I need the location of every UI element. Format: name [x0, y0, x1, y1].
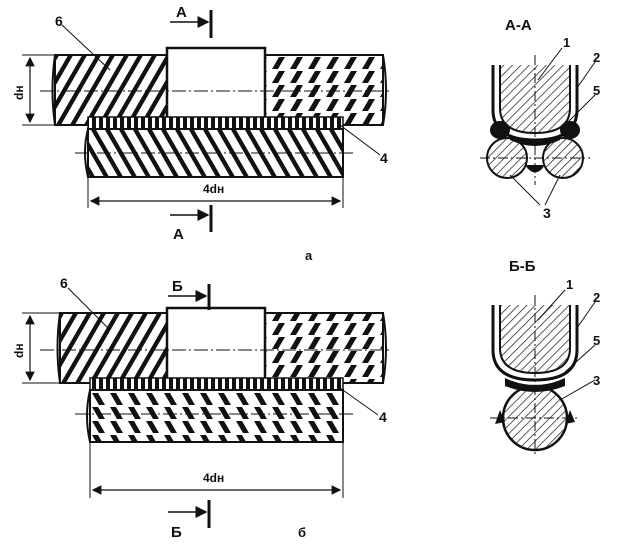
upper-bar-right-b: [264, 312, 384, 384]
cut-marker-bottom-a: А: [170, 205, 213, 243]
callout-6-b: 6: [60, 275, 68, 291]
dim-vertical-label: dн: [12, 85, 26, 100]
dim-horizontal-label-b: 4dн: [203, 471, 224, 485]
dim-horizontal-b: 4dн: [89, 442, 344, 498]
upper-bar-left: [54, 54, 168, 126]
dim-horizontal-a: 4dн: [87, 177, 344, 208]
section-a-num-1: 1: [563, 35, 570, 50]
cut-label-top: А: [176, 4, 187, 21]
cut-marker-top-a: А: [170, 4, 213, 38]
section-b-num-1: 1: [566, 277, 573, 292]
section-b-num-2: 2: [593, 290, 600, 305]
cut-marker-bottom-b: Б: [168, 500, 211, 541]
cut-label-bottom-b: Б: [171, 524, 182, 541]
sub-label-b: б: [298, 525, 306, 540]
section-title-a: А-А: [505, 17, 532, 34]
section-title-b: Б-Б: [509, 258, 536, 275]
dim-vertical-label-b: dн: [12, 343, 26, 358]
weld-bead: [87, 116, 344, 130]
cut-marker-top-b: Б: [168, 278, 211, 310]
view-b: dн 4dн Б Б 6 4 б: [12, 275, 392, 541]
sub-label-a: а: [305, 248, 313, 263]
callout-4-a: 4: [380, 150, 388, 166]
section-a-num-2: 2: [593, 50, 600, 65]
dim-horizontal-label: 4dн: [203, 182, 224, 196]
callout-6-a: 6: [55, 13, 63, 29]
section-b-num-3: 3: [593, 373, 600, 388]
section-a-num-5: 5: [593, 83, 600, 98]
section-a-num-3: 3: [543, 205, 551, 221]
cut-label-top-b: Б: [172, 278, 183, 295]
weld-bead-b: [89, 377, 344, 391]
lower-bar-b: [89, 389, 344, 443]
section-b-num-5: 5: [593, 333, 600, 348]
section-a-a: А-А 1 2 5 3: [480, 17, 600, 221]
cut-label-bottom: А: [173, 226, 184, 243]
upper-bar-right: [264, 54, 384, 126]
upper-bar-left-b: [59, 312, 168, 384]
callout-4-b: 4: [379, 409, 387, 425]
dim-vertical-a: dн: [12, 54, 55, 126]
section-b-b: Б-Б 1 2 5 3: [490, 258, 600, 455]
view-a: dн 4dн А А 6 4 а: [12, 4, 392, 263]
sleeve-b: [165, 306, 267, 392]
dim-vertical-b: dн: [12, 312, 60, 384]
